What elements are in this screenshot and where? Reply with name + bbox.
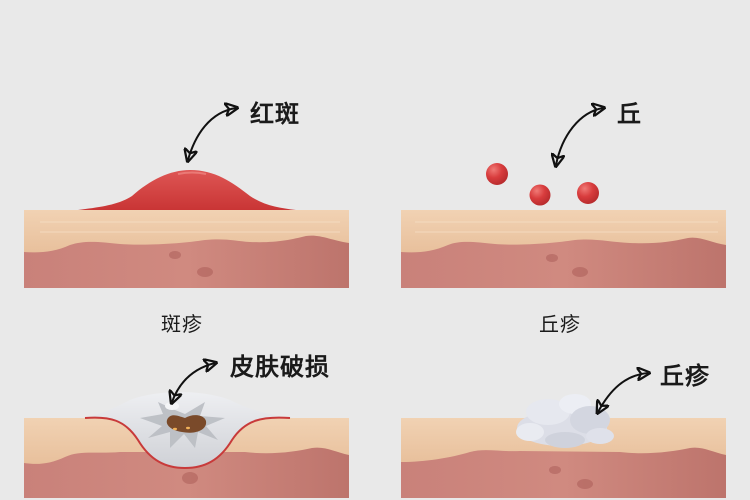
panel-papule — [401, 108, 726, 288]
panel-macule — [24, 108, 349, 288]
panel-crust — [401, 373, 726, 498]
callout-skin-damage: 皮肤破损 — [230, 353, 330, 381]
panel-erosion — [24, 363, 349, 498]
callout-crust-papule: 丘疹 — [660, 362, 710, 390]
epidermis-layer — [401, 210, 726, 253]
arrow-icon — [556, 108, 603, 165]
callout-papule: 丘 — [617, 100, 642, 128]
arrow-icon — [598, 373, 648, 412]
papule-dot — [529, 184, 551, 206]
caption-macule: 斑疹 — [161, 312, 203, 336]
epidermis-layer — [24, 210, 349, 253]
arrow-icon — [188, 108, 236, 160]
papule-dot — [486, 163, 508, 185]
crust-pile — [516, 394, 614, 448]
callout-erythema: 红斑 — [250, 100, 300, 128]
arrow-icon — [172, 363, 215, 402]
caption-papule: 丘疹 — [539, 312, 581, 336]
papule-dot — [577, 182, 599, 204]
erythema-mound — [78, 170, 296, 210]
